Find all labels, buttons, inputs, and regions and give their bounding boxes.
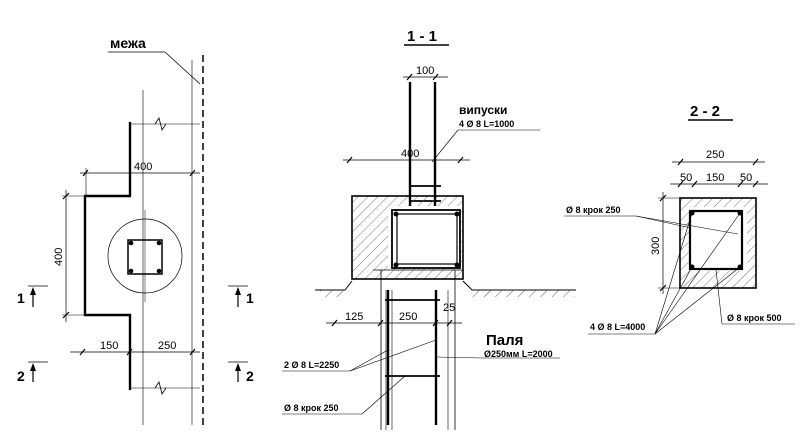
section-marker-2-left: 2 bbox=[17, 361, 48, 384]
s11-dim-400: 400 bbox=[401, 148, 419, 160]
section-marker-2-right: 2 bbox=[228, 361, 254, 384]
s11-pile bbox=[373, 269, 463, 430]
svg-text:2: 2 bbox=[246, 368, 254, 384]
section-2-2-title: 2 - 2 bbox=[690, 103, 720, 120]
s11-dim-100: 100 bbox=[416, 65, 434, 77]
s11-outlets-label: випуски bbox=[459, 103, 507, 117]
plan-dim-400-h: 400 bbox=[134, 161, 152, 173]
s22-rebar-spec: 4 Ø 8 L=4000 bbox=[590, 322, 645, 332]
s22-dim-250: 250 bbox=[706, 149, 724, 161]
s22-dim-50-left: 50 bbox=[680, 172, 692, 184]
s22-rebar-cage bbox=[688, 209, 744, 271]
svg-text:1: 1 bbox=[17, 290, 25, 306]
plan-dim-400-v: 400 bbox=[53, 248, 65, 266]
s11-ground bbox=[315, 280, 576, 291]
section-1-1-title: 1 - 1 bbox=[407, 28, 437, 45]
s11-dim-25: 25 bbox=[443, 302, 455, 314]
section-marker-1-left: 1 bbox=[17, 285, 48, 307]
s22-dim-150: 150 bbox=[706, 172, 724, 184]
s22-ties-bottom-spec: Ø 8 крок 500 bbox=[727, 313, 782, 323]
s11-dim-125: 125 bbox=[345, 311, 363, 323]
plan-dim-150: 150 bbox=[100, 340, 118, 352]
s11-pile-rebar-spec: 2 Ø 8 L=2250 bbox=[284, 360, 339, 370]
s11-pile-ties-spec: Ø 8 крок 250 bbox=[284, 403, 339, 413]
s22-dim-300: 300 bbox=[650, 237, 662, 255]
s11-pile-spec: Ø250мм L=2000 bbox=[484, 349, 553, 359]
s22-ties-top-spec: Ø 8 крок 250 bbox=[566, 205, 621, 215]
plan-dim-250: 250 bbox=[158, 340, 176, 352]
section-marker-1-right: 1 bbox=[228, 285, 254, 307]
s11-dim-250: 250 bbox=[399, 311, 417, 323]
s22-dim-50-right: 50 bbox=[740, 172, 752, 184]
plan-view: межа 400 400 150 bbox=[17, 35, 254, 425]
section-2-2: 2 - 2 250 50 150 50 300 Ø 8 крок 250 bbox=[564, 103, 795, 335]
svg-text:2: 2 bbox=[17, 368, 25, 384]
foundation-outline bbox=[83, 122, 132, 390]
section-1-1: 1 - 1 100 випуски 4 Ø 8 L=1000 400 bbox=[282, 28, 576, 430]
boundary-leader bbox=[164, 51, 201, 85]
s11-pile-label: Паля bbox=[486, 332, 523, 349]
pile-rebar-cage-plan bbox=[127, 239, 163, 275]
boundary-label: межа bbox=[110, 35, 146, 51]
svg-text:1: 1 bbox=[246, 290, 254, 306]
s11-outlets-spec: 4 Ø 8 L=1000 bbox=[459, 119, 514, 129]
